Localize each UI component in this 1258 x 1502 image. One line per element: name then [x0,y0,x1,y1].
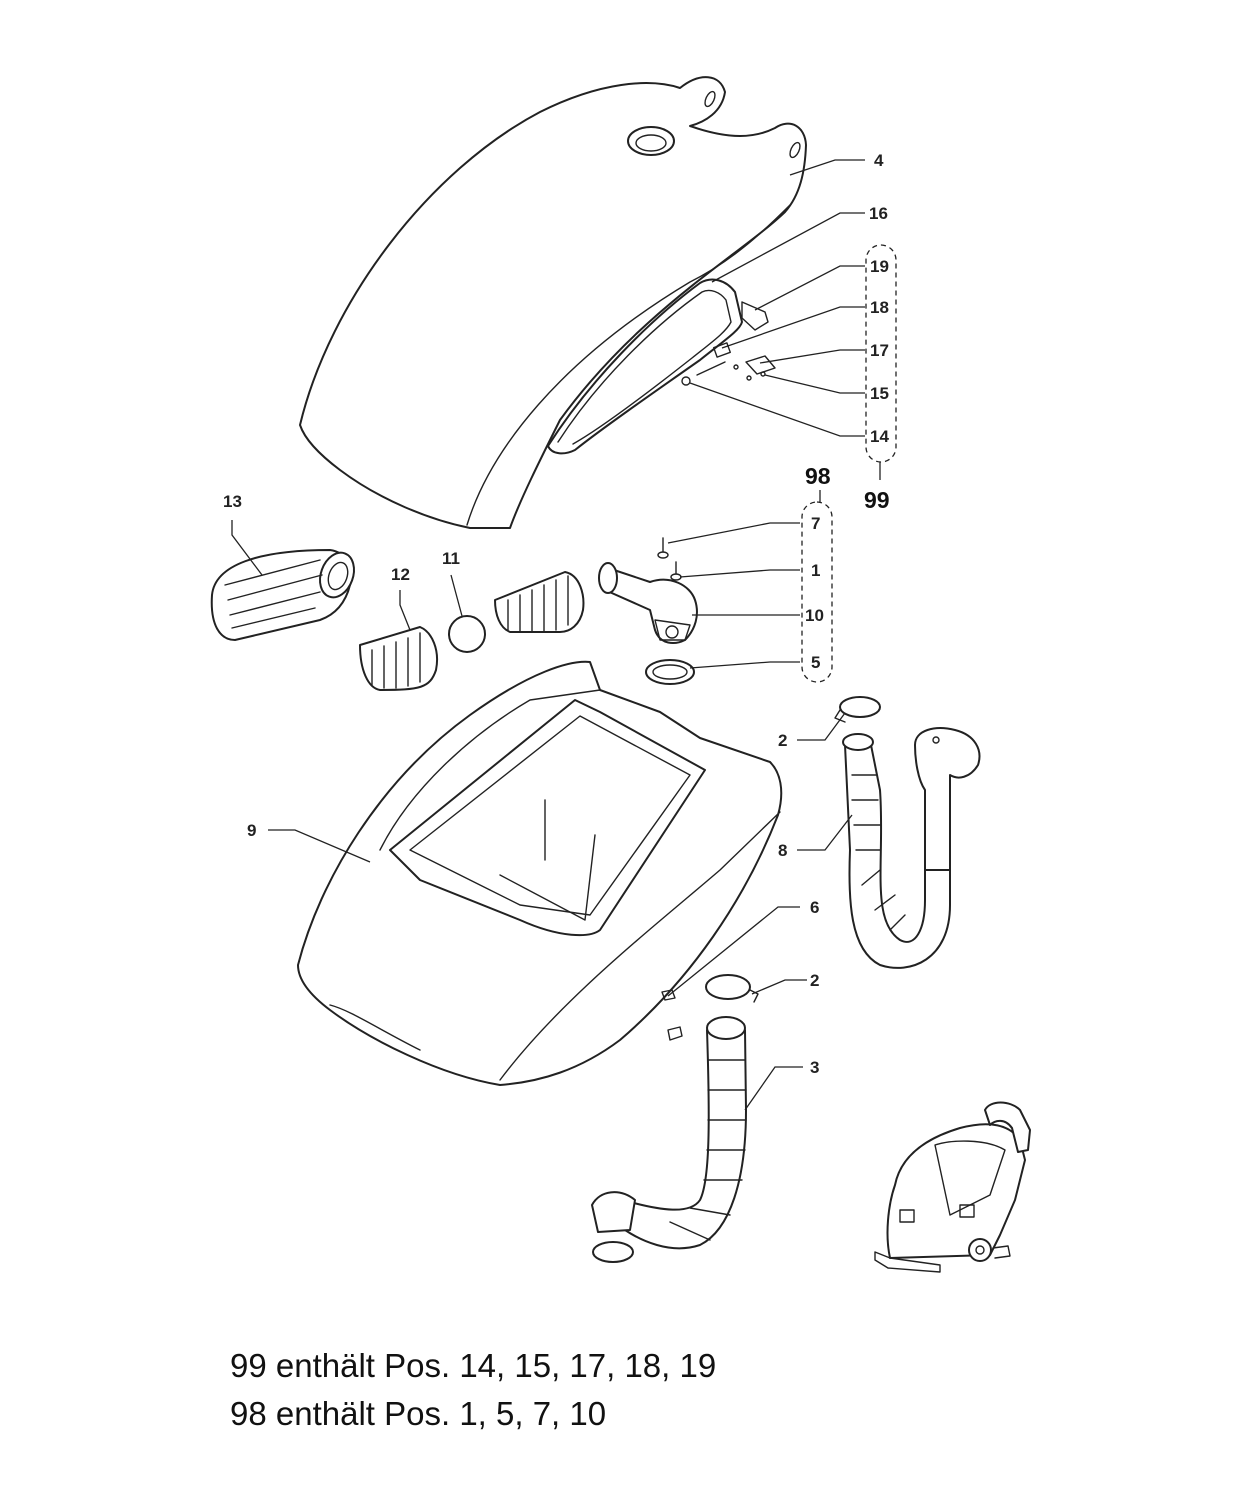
clip-part [661,989,683,1041]
callout-15: 15 [870,384,889,403]
note-kit-98: 98 enthält Pos. 1, 5, 7, 10 [230,1395,607,1432]
callout-2-lower: 2 [810,971,819,990]
callout-1: 1 [811,561,820,580]
tank-lid-part [299,76,807,529]
callout-18: 18 [870,298,889,317]
seal-ring-part [645,659,695,685]
lid-gasket-part [547,278,743,455]
note-kit-99: 99 enthält Pos. 14, 15, 17, 18, 19 [230,1347,717,1384]
leader-lines [231,159,881,1111]
callout-98: 98 [805,463,831,489]
hose-clamp-part [592,696,881,1263]
float-ball-part [448,615,486,653]
vacuum-hose-part [842,727,981,969]
screw-part [657,537,682,581]
callout-16: 16 [869,204,888,223]
drain-hose-part [591,1016,747,1250]
kit-contents-notes: 99 enthält Pos. 14, 15, 17, 18, 19 98 en… [230,1342,716,1438]
callout-13: 13 [223,492,242,511]
callout-2-upper: 2 [778,731,787,750]
callout-8: 8 [778,841,787,860]
callout-4: 4 [874,151,884,170]
suction-elbow-part [598,562,698,644]
callout-10: 10 [805,606,824,625]
callout-14: 14 [870,427,889,446]
callout-17: 17 [870,341,889,360]
callout-12: 12 [391,565,410,584]
scrubber-machine-thumbnail [874,1101,1031,1273]
float-filter-mesh-part [210,549,355,641]
callout-3: 3 [810,1058,819,1077]
callout-99: 99 [864,487,890,513]
callout-11: 11 [442,549,460,568]
filter-cage-large-part [494,571,585,633]
kit-98-group [801,501,833,683]
latch-kit-parts [681,301,776,386]
callout-7: 7 [811,514,820,533]
recovery-tank-part [297,660,783,1086]
callout-6: 6 [810,898,819,917]
callout-9: 9 [247,821,256,840]
filter-cage-small-part [359,626,438,691]
callout-5: 5 [811,653,820,672]
callout-19: 19 [870,257,889,276]
kit-99-group [865,244,897,463]
